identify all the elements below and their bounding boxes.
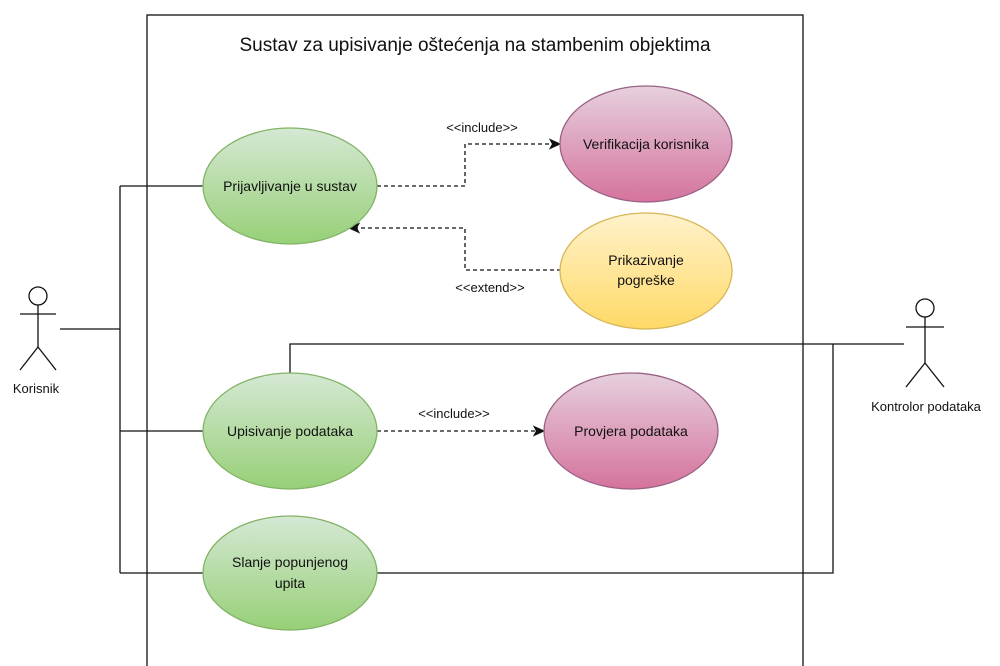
extend-label-prikazivanje: <<extend>> [455, 280, 524, 295]
use-case-slanje-shape [202, 515, 378, 631]
use-case-prijavljivanje-label: Prijavljivanje u sustav [223, 178, 357, 194]
system-boundary [146, 14, 804, 666]
extend-arrowhead-prikazivanje [347, 222, 361, 234]
actor-korisnik-head [28, 286, 48, 306]
use-case-upisivanje-shape [202, 372, 378, 490]
include-arrowhead-verifikacija [548, 138, 562, 150]
extend-arrow-prikazivanje [357, 227, 561, 271]
use-case-verifikacija-label: Verifikacija korisnika [583, 136, 709, 152]
association-kontrolor-slanje [377, 344, 834, 574]
use-case-provjera-label: Provjera podataka [574, 423, 688, 439]
use-case-prikazivanje-label-line2: pogreške [617, 272, 675, 288]
actor-korisnik: Korisnik [13, 286, 60, 396]
actor-korisnik-right-leg [37, 346, 57, 371]
use-case-upisivanje: Upisivanje podataka [202, 372, 378, 490]
use-case-provjera: Provjera podataka [543, 372, 719, 490]
include-arrow-verifikacija [377, 143, 552, 187]
use-case-prikazivanje-label-line1: Prikazivanje [608, 252, 684, 268]
use-case-prijavljivanje: Prijavljivanje u sustav [202, 127, 378, 245]
actor-kontrolor-right-leg [924, 362, 945, 388]
use-case-upisivanje-label: Upisivanje podataka [227, 423, 353, 439]
use-case-provjera-shape [543, 372, 719, 490]
use-case-prijavljivanje-shape [202, 127, 378, 245]
actor-kontrolor-left-leg [905, 362, 926, 388]
actor-kontrolor-label: Kontrolor podataka [871, 399, 982, 414]
actor-kontrolor-head [915, 298, 935, 318]
use-case-prikazivanje-shape [559, 212, 733, 330]
use-case-verifikacija-shape [559, 85, 733, 203]
include-label-provjera: <<include>> [418, 406, 490, 421]
use-case-slanje-label-line1: Slanje popunjenog [232, 554, 348, 570]
actor-kontrolor: Kontrolor podataka [871, 298, 982, 414]
actor-korisnik-label: Korisnik [13, 381, 60, 396]
use-case-verifikacija: Verifikacija korisnika [559, 85, 733, 203]
use-case-prikazivanje: Prikazivanje pogreške [559, 212, 733, 330]
include-arrowhead-provjera [532, 425, 546, 437]
association-kontrolor-upisivanje [289, 343, 904, 373]
system-title: Sustav za upisivanje oštećenja na stambe… [239, 35, 710, 56]
include-label-verifikacija: <<include>> [446, 120, 518, 135]
use-case-slanje: Slanje popunjenog upita [202, 515, 378, 631]
actor-korisnik-left-leg [19, 346, 39, 371]
use-case-slanje-label-line2: upita [275, 575, 306, 591]
